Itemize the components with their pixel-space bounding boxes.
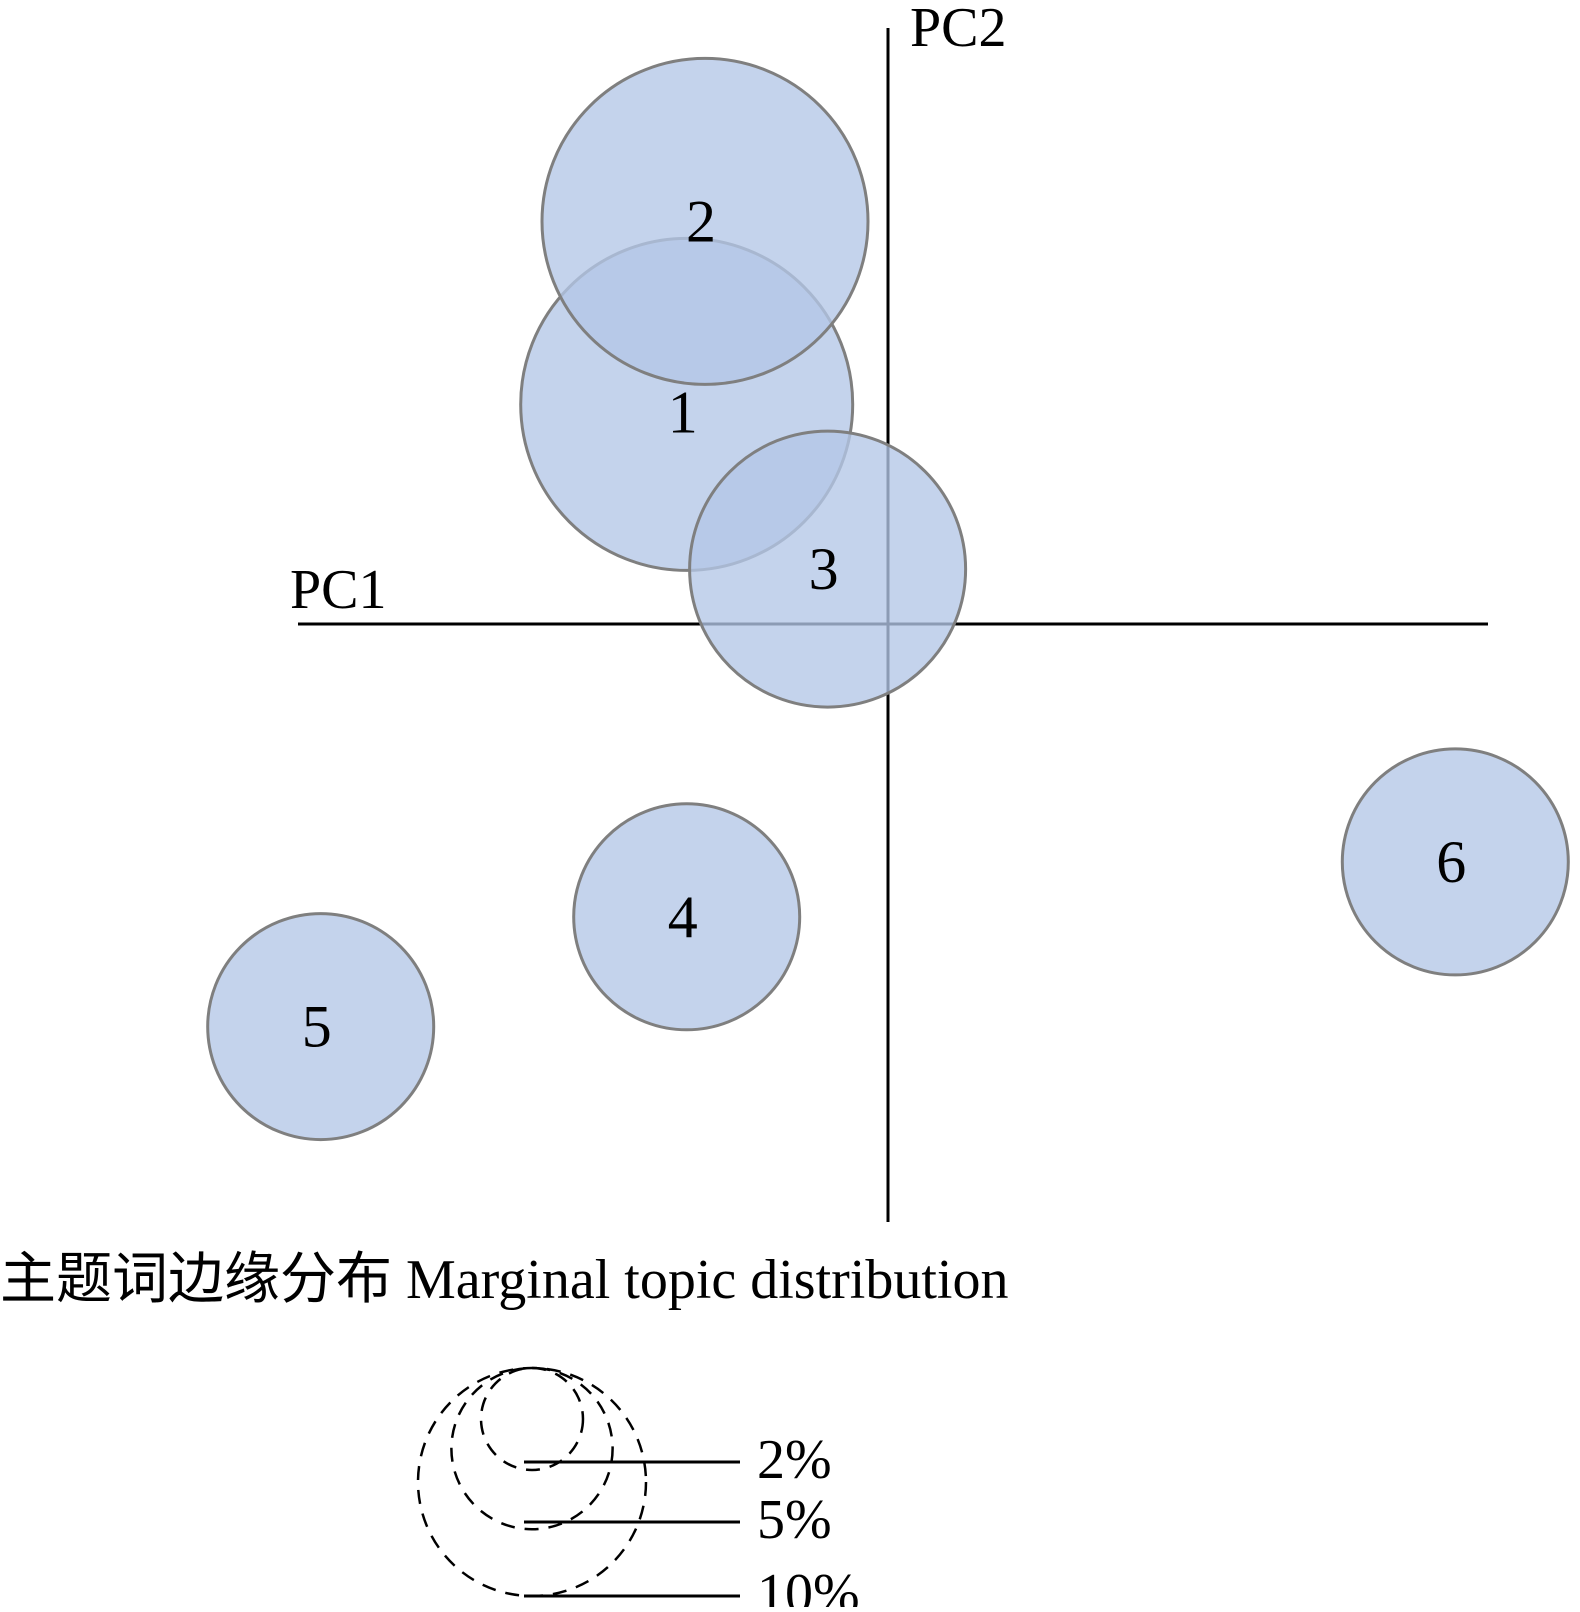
legend-circle-2%	[479, 1366, 585, 1472]
y-axis-label: PC2	[910, 0, 1007, 59]
legend-entries: 2%5% 10%	[524, 1429, 860, 1612]
legend-entry-label: 5%	[757, 1489, 832, 1551]
topic-bubbles	[206, 56, 1570, 1142]
topic-bubble-4	[572, 802, 802, 1032]
legend-circle-10%	[416, 1366, 648, 1598]
legend-title: 主题词边缘分布 Marginal topic distribution	[0, 1249, 1008, 1311]
legend: 主题词边缘分布 Marginal topic distribution 2%5%…	[0, 1249, 1008, 1612]
topic-bubble-2	[540, 56, 870, 386]
topic-labels: 1 2 3 4 5 6	[302, 188, 1467, 1059]
topic-label-4: 4	[668, 884, 698, 950]
axes: PC1 PC2	[290, 0, 1488, 1222]
topic-label-2: 2	[686, 188, 716, 254]
topic-label-1: 1	[668, 379, 698, 445]
legend-entry-label: 10%	[757, 1563, 860, 1607]
legend-entry-label: 2%	[757, 1429, 832, 1491]
topic-bubble-5	[206, 912, 436, 1142]
topic-bubble-6	[1340, 747, 1570, 977]
legend-size-circles	[416, 1366, 648, 1598]
topic-label-3: 3	[809, 536, 839, 602]
legend-circle-5%	[450, 1366, 614, 1531]
topic-label-5: 5	[302, 994, 332, 1060]
topic-bubble-3	[688, 429, 968, 709]
x-axis-label: PC1	[290, 559, 387, 621]
topic-label-6: 6	[1436, 829, 1466, 895]
